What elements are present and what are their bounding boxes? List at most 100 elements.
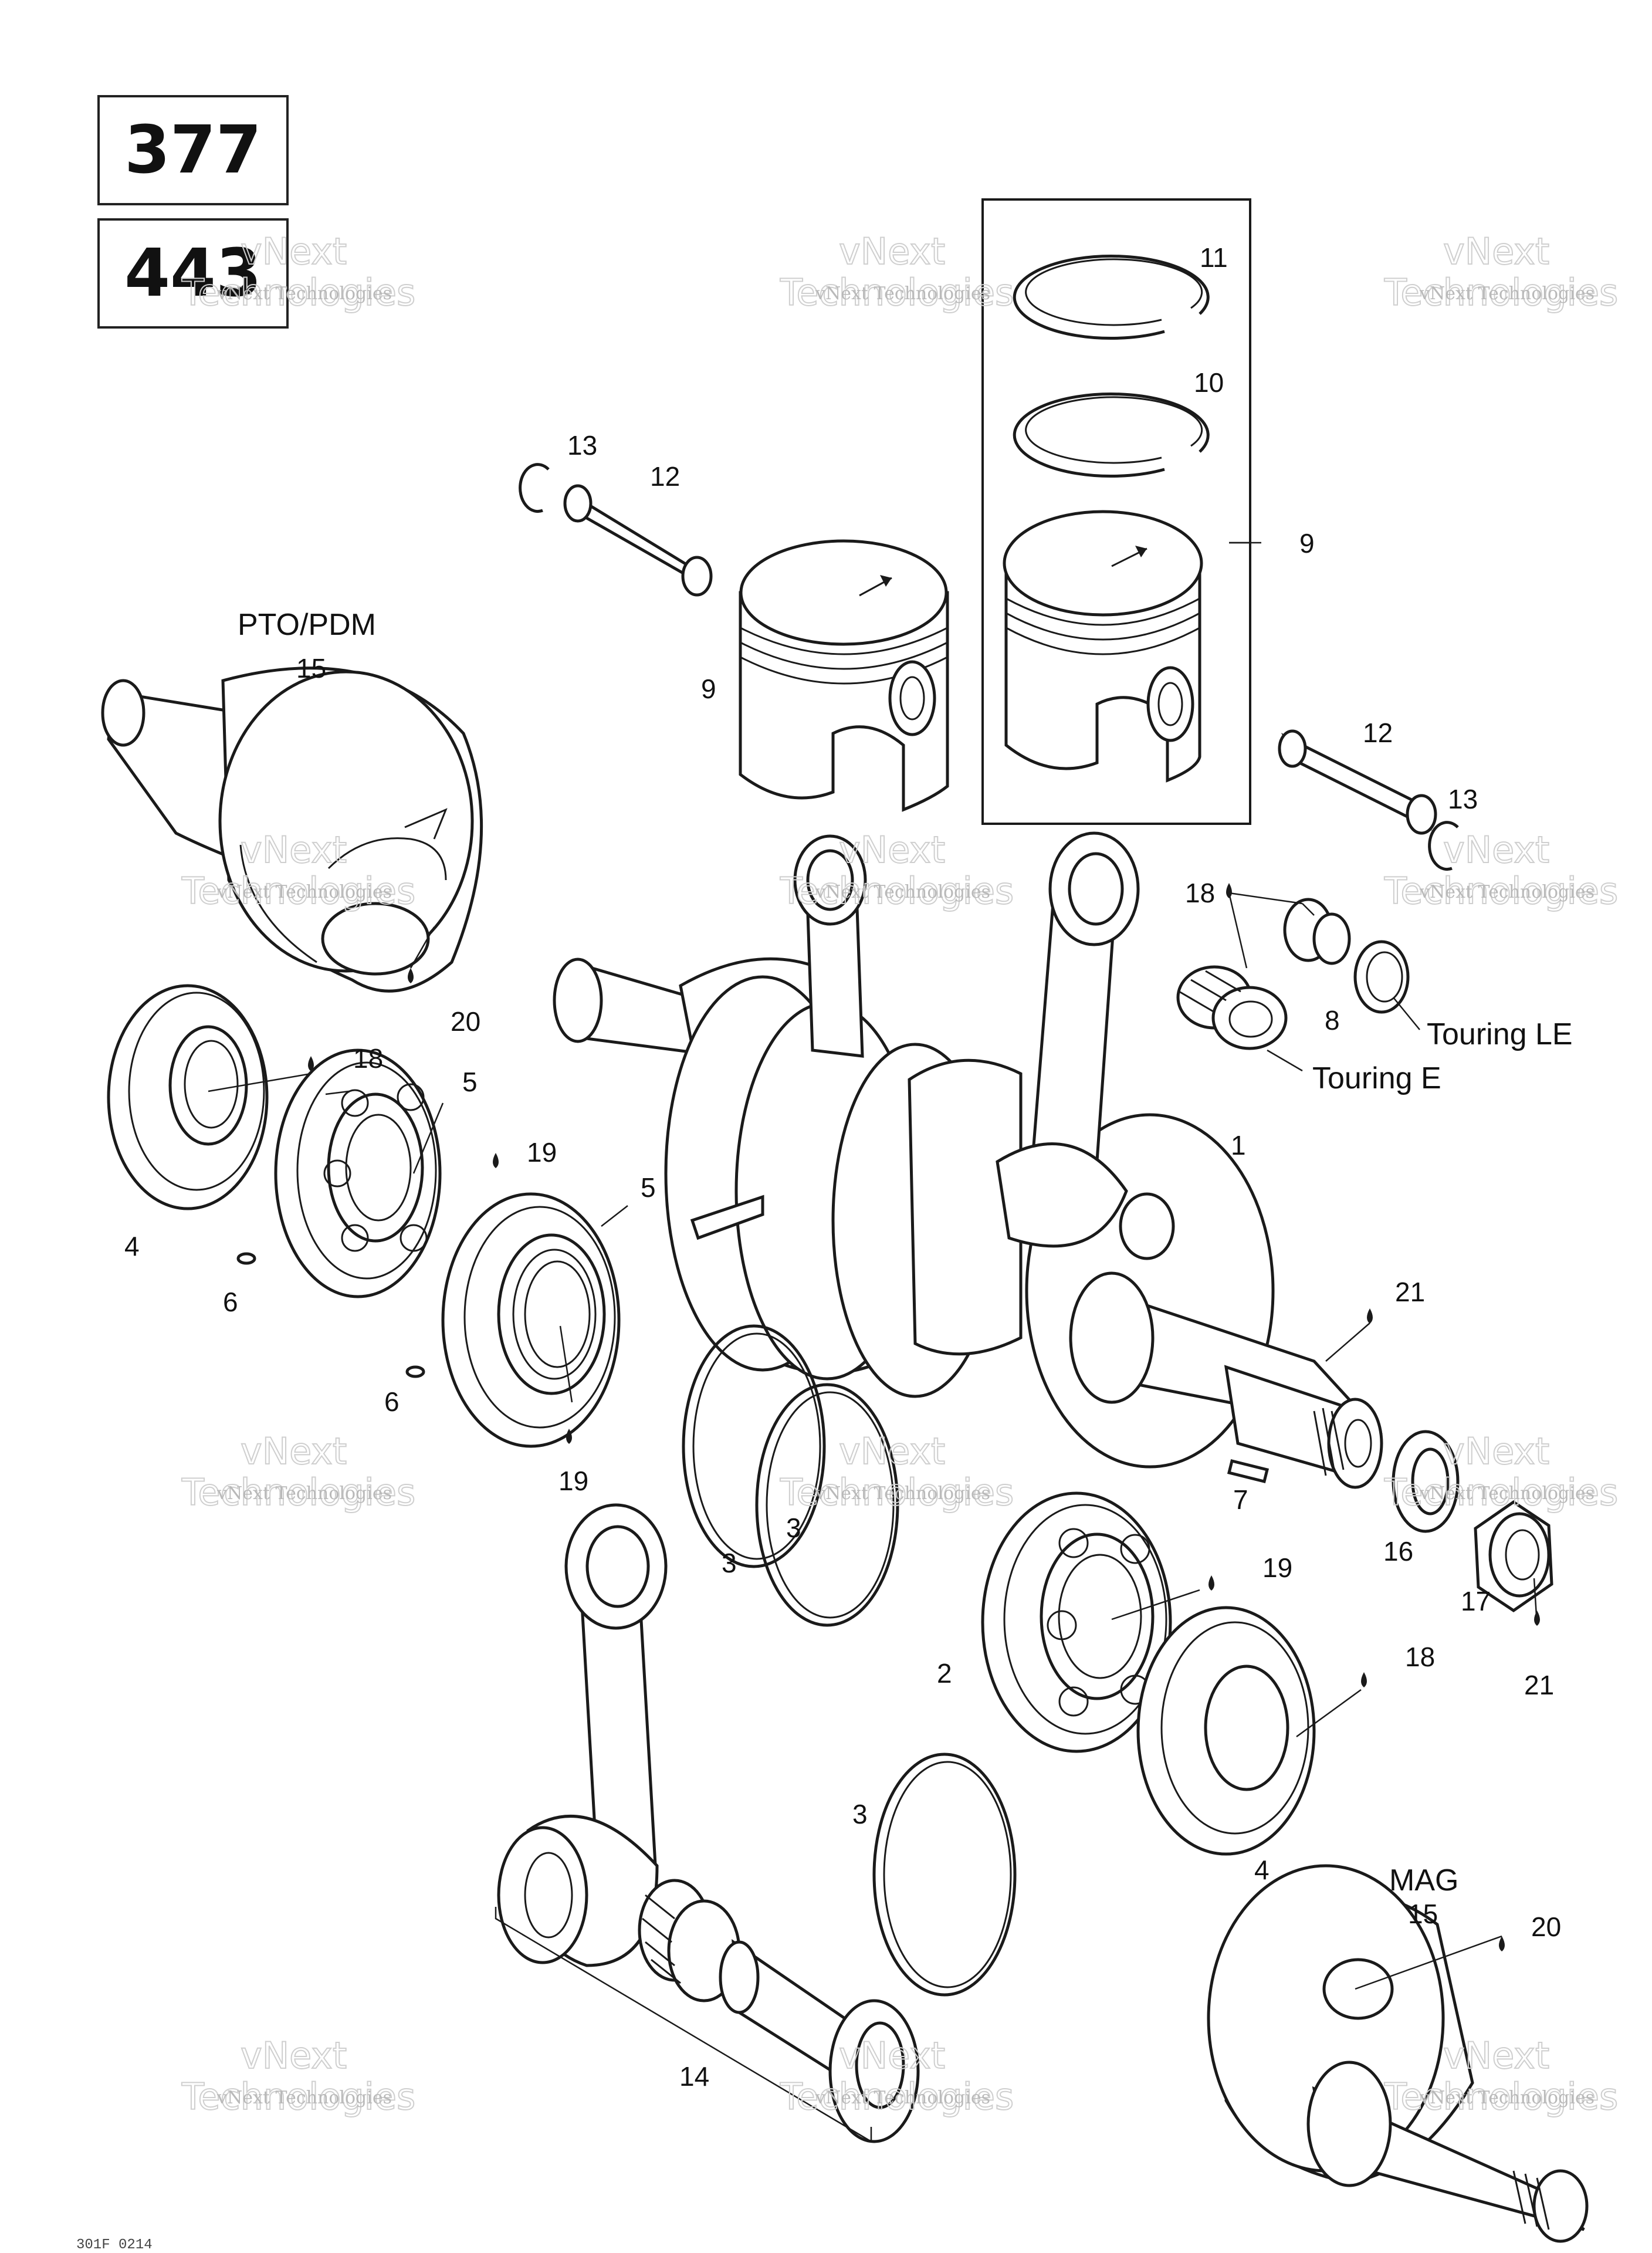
- watermark-line1: vNext: [839, 2034, 945, 2077]
- watermark: vNext Technologies vNext Technologies: [779, 828, 1014, 913]
- o-ring-b: [755, 1383, 899, 1627]
- watermark-line2: Technologies: [181, 271, 415, 314]
- callout-4-left: 4: [124, 1231, 140, 1261]
- watermark-brand: vNext Technologies: [216, 882, 392, 902]
- engine-code-443: 443: [97, 218, 289, 329]
- watermark: vNext Technologies vNext Technologies: [1383, 229, 1619, 314]
- watermark-line2: Technologies: [181, 870, 415, 912]
- ball-bearing-mag: [981, 1491, 1172, 1753]
- callout-4-right: 4: [1254, 1855, 1270, 1885]
- piston-ring-lower: [1013, 393, 1210, 478]
- watermark-line1: vNext: [839, 828, 945, 871]
- watermark-brand: vNext Technologies: [1419, 1483, 1595, 1504]
- watermark-brand: vNext Technologies: [1419, 882, 1595, 902]
- callout-11: 11: [1200, 242, 1228, 273]
- watermark-line2: Technologies: [1384, 870, 1618, 912]
- needle-bearing-touring-e: [1176, 965, 1288, 1050]
- engine-code-377: 377: [97, 95, 289, 205]
- callout-3-c: 3: [852, 1799, 868, 1829]
- watermark-line2: Technologies: [1384, 271, 1618, 314]
- o-ring-c-inner: [883, 1761, 1012, 1988]
- watermark: vNext Technologies vNext Technologies: [181, 2034, 416, 2119]
- crank-nut-17: [1474, 1500, 1553, 1613]
- callout-16: 16: [1383, 1536, 1413, 1567]
- label-touring-le: Touring LE: [1427, 1017, 1573, 1051]
- o-ring-a: [682, 1324, 826, 1568]
- callout-15-pto: 15: [296, 653, 326, 684]
- callout-6-b: 6: [384, 1386, 400, 1417]
- drop-icon: [1361, 1672, 1367, 1687]
- watermark-brand: vNext Technologies: [815, 283, 990, 304]
- watermark: vNext Technologies vNext Technologies: [779, 1429, 1014, 1514]
- drop-icon: [493, 1153, 499, 1168]
- callout-12-top: 12: [650, 461, 680, 492]
- watermark: vNext Technologies vNext Technologies: [1383, 2034, 1619, 2119]
- callout-19-c: 19: [1262, 1552, 1292, 1583]
- dowel-pin-b: [405, 1365, 425, 1378]
- dowel-pin-a: [236, 1252, 256, 1265]
- watermark-brand: vNext Technologies: [216, 1483, 392, 1504]
- callout-labels: 11 10 9 9 13 12 12 13 15 20 18 5 19 4 6 …: [124, 242, 1561, 2092]
- callout-17: 17: [1461, 1586, 1491, 1616]
- variant-labels: PTO/PDM MAG Touring LE Touring E: [238, 608, 1573, 1897]
- piston-kit-frame: [981, 198, 1251, 825]
- drop-icon: [1208, 1575, 1214, 1591]
- mag-crank-half: [1207, 1864, 1589, 2243]
- watermark-line2: Technologies: [181, 1471, 415, 1514]
- callout-18-seal: 18: [353, 1043, 383, 1074]
- watermark-line1: vNext: [241, 1430, 347, 1473]
- washer-16: [1392, 1430, 1460, 1533]
- watermark-line1: vNext: [839, 230, 945, 273]
- watermark-line1: vNext: [839, 1430, 945, 1473]
- watermark-line2: Technologies: [780, 870, 1014, 912]
- watermark: vNext Technologies vNext Technologies: [1383, 1429, 1619, 1514]
- callout-7: 7: [1233, 1484, 1248, 1515]
- watermark: vNext Technologies vNext Technologies: [181, 1429, 416, 1514]
- o-ring-a-inner: [692, 1332, 821, 1560]
- figure-code: 301F 0214: [76, 2237, 153, 2253]
- drop-icon: [1499, 1936, 1505, 1951]
- callout-18-kit: 18: [1185, 878, 1215, 908]
- watermark-brand: vNext Technologies: [815, 1483, 990, 1504]
- watermark-line2: Technologies: [780, 1471, 1014, 1514]
- watermark: vNext Technologies vNext Technologies: [779, 229, 1014, 314]
- callout-19-a: 19: [527, 1137, 557, 1168]
- watermark-line1: vNext: [241, 828, 347, 871]
- drop-icon: [1534, 1611, 1540, 1626]
- callout-1: 1: [1231, 1130, 1246, 1161]
- watermark: vNext Technologies vNext Technologies: [181, 828, 416, 913]
- watermark-group: vNext Technologies vNext Technologies vN…: [181, 229, 1619, 2119]
- piston-pin-top: [563, 484, 713, 597]
- piston-right: [1003, 510, 1203, 783]
- callout-15-mag: 15: [1408, 1899, 1438, 1929]
- callout-6-a: 6: [223, 1287, 238, 1317]
- callout-9-kit: 9: [1299, 528, 1315, 559]
- callout-9-piston: 9: [701, 674, 716, 704]
- watermark-line2: Technologies: [1384, 2075, 1618, 2118]
- ball-bearing-a: [274, 1048, 442, 1298]
- watermark-brand: vNext Technologies: [1419, 2088, 1595, 2108]
- thrust-washer: [828, 1999, 920, 2143]
- watermark-line1: vNext: [1443, 1430, 1549, 1473]
- callout-20-pto: 20: [451, 1006, 480, 1037]
- grease-drop-icons: [308, 883, 1540, 1951]
- callout-10: 10: [1194, 367, 1224, 398]
- label-pto-pdm: PTO/PDM: [238, 608, 376, 642]
- watermark-line1: vNext: [1443, 828, 1549, 871]
- oil-seal-mag: [1136, 1606, 1316, 1856]
- drop-icon: [566, 1429, 572, 1444]
- callout-2: 2: [937, 1658, 952, 1689]
- watermark: vNext Technologies vNext Technologies: [181, 229, 416, 314]
- callout-13-right: 13: [1448, 784, 1478, 814]
- piston-left: [739, 539, 949, 812]
- drop-icon: [408, 968, 414, 983]
- callout-14: 14: [679, 2061, 709, 2092]
- watermark-line2: Technologies: [780, 2075, 1014, 2118]
- o-ring-c: [872, 1753, 1017, 1997]
- label-mag: MAG: [1389, 1863, 1458, 1897]
- connecting-rod-rear: [793, 834, 867, 1058]
- callout-21-a: 21: [1395, 1277, 1425, 1307]
- label-touring-e: Touring E: [1312, 1061, 1441, 1095]
- oil-seal-left: [107, 984, 269, 1210]
